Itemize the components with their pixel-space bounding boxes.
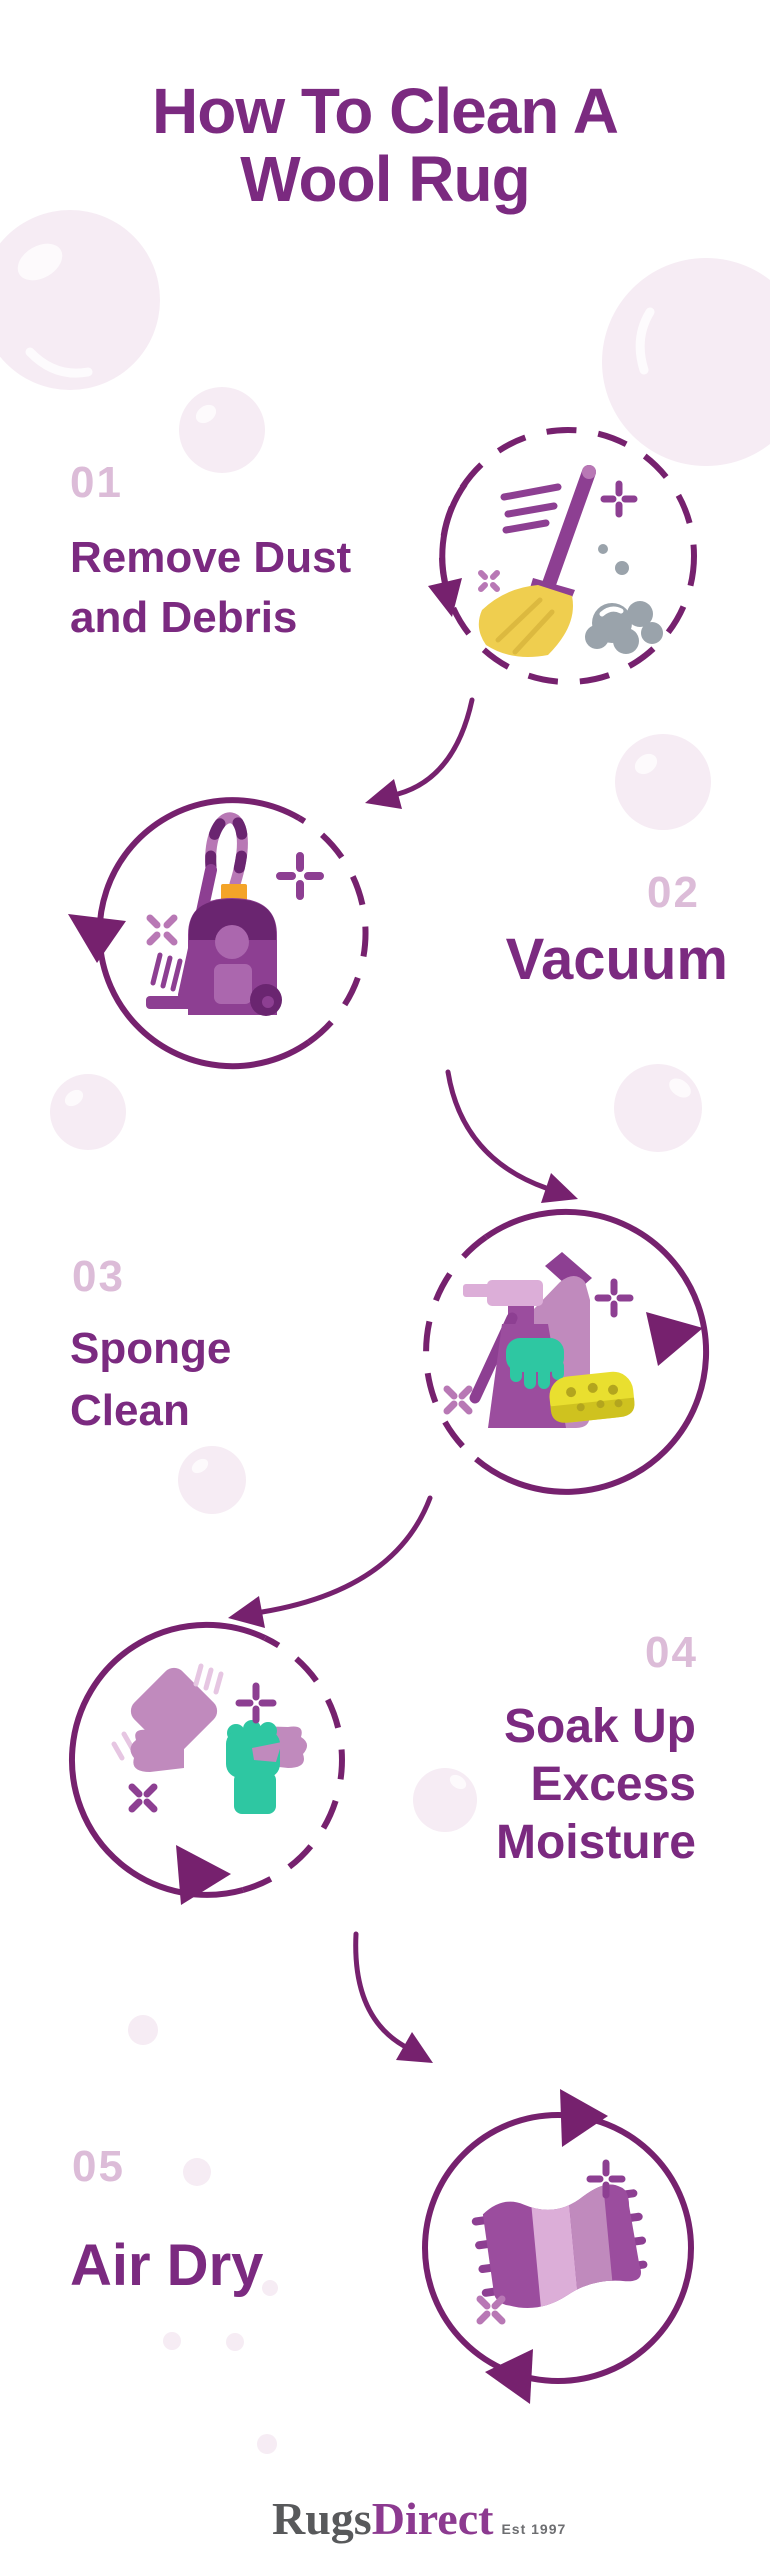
- page-title-line-1: How To Clean A: [152, 74, 619, 147]
- step-4-title-line-1: Soak Up: [503, 1700, 696, 1753]
- sparkle-x-icon: [146, 914, 178, 946]
- step-5-title: Air Dry: [70, 2236, 263, 2296]
- sparkle-x-icon: [478, 570, 500, 592]
- sponge-icon: [549, 1371, 635, 1423]
- step-5-ring: [422, 2089, 694, 2404]
- step-5-number: 05: [72, 2142, 125, 2191]
- fist-icon: [226, 1720, 280, 1814]
- step-1-ring: [428, 427, 697, 685]
- arrow-step2-to-step3: [445, 1069, 578, 1203]
- step-3-title: Sponge Clean: [70, 1318, 231, 1442]
- bubbles: [0, 210, 770, 2454]
- step-2-ring: [68, 797, 369, 1070]
- step-3-title-line-2: Clean: [70, 1386, 190, 1435]
- step-1-title-line-1: Remove Dust: [70, 533, 352, 582]
- sparkle-x-icon: [443, 1385, 473, 1415]
- wringing-cloth-icon: [111, 1663, 308, 1814]
- page-title-line-2: Wool Rug: [240, 142, 530, 215]
- vacuum-cleaner-icon: [146, 812, 324, 1016]
- brand-logo-rugs: Rugs: [272, 2493, 372, 2544]
- airing-rug-icon: [471, 2159, 648, 2325]
- sparkle-x-icon: [128, 1783, 158, 1813]
- sparkle-plus-icon: [586, 2159, 626, 2199]
- broom-icon: [478, 465, 663, 658]
- step-4-ring: [68, 1621, 345, 1905]
- step-2-title-line-1: Vacuum: [505, 927, 728, 992]
- glove-icon: [506, 1338, 564, 1389]
- arrow-step3-to-step4: [228, 1495, 433, 1628]
- step-4-title-line-3: Moisture: [495, 1816, 696, 1869]
- sparkle-plus-icon: [600, 480, 638, 518]
- sparkle-plus-icon: [276, 852, 324, 900]
- step-2-number: 02: [647, 868, 700, 917]
- step-2-title: Vacuum: [506, 930, 728, 990]
- step-3-title-line-1: Sponge: [70, 1324, 232, 1373]
- step-4-title-line-2: Excess: [530, 1758, 697, 1811]
- step-1-number: 01: [70, 458, 123, 507]
- step-4-title: Soak Up Excess Moisture: [496, 1698, 696, 1872]
- step-1-title: Remove Dust and Debris: [70, 528, 351, 648]
- step-5-title-line-1: Air Dry: [70, 2233, 264, 2298]
- arrow-step1-to-step2: [365, 697, 475, 809]
- step-3-number: 03: [72, 1252, 125, 1301]
- sparkle-plus-icon: [594, 1278, 634, 1318]
- sparkle-x-icon: [476, 2295, 506, 2325]
- step-4-number: 04: [645, 1628, 698, 1677]
- arrow-step4-to-step5: [353, 1931, 433, 2063]
- step-3-ring: [423, 1208, 710, 1495]
- spray-bottle-and-sponge-icon: [443, 1252, 635, 1428]
- brand-established-label: Est 1997: [501, 2521, 567, 2537]
- sparkle-plus-icon: [235, 1682, 277, 1724]
- brand-logo-direct: Direct: [371, 2493, 494, 2544]
- page-title: How To Clean A Wool Rug: [0, 77, 770, 213]
- step-1-title-line-2: and Debris: [70, 593, 298, 642]
